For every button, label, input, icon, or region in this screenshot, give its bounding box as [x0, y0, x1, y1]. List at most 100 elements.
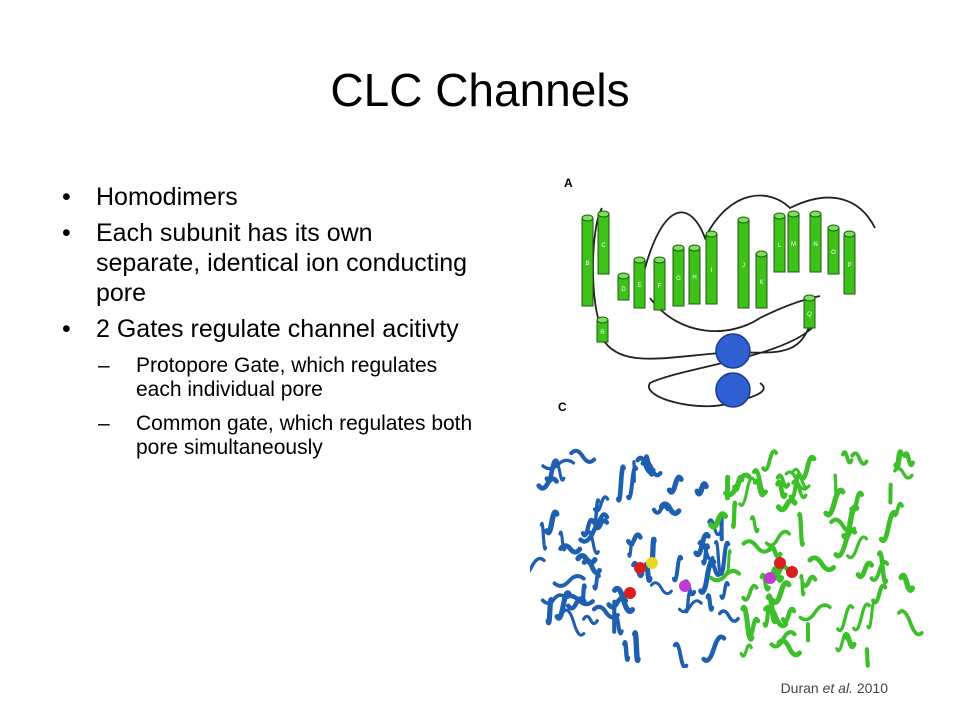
chain-b-ribbon: [775, 497, 798, 513]
chain-b-ribbon: [769, 630, 797, 649]
chain-b-ribbon: [897, 609, 924, 637]
bullet-item: • Homodimers: [58, 182, 478, 212]
dash-icon: –: [98, 412, 110, 435]
chain-b-ribbon: [841, 504, 860, 540]
chain-a-ribbon: [707, 562, 723, 578]
chain-b-ribbon: [767, 544, 783, 559]
helix-letter: Q: [807, 312, 812, 318]
bullet-item: • 2 Gates regulate channel acitivty – Pr…: [58, 314, 478, 460]
chain-b-ribbon: [708, 569, 742, 583]
chain-b-ribbon: [739, 643, 753, 658]
chain-b-ribbon: [741, 583, 759, 602]
chain-a-ribbon: [544, 509, 560, 536]
chain-a-ribbon: [666, 474, 684, 495]
residue-sphere: [646, 557, 658, 569]
chain-a-ribbon: [562, 593, 595, 607]
chain-b-ribbon: [846, 535, 869, 560]
helix-letter: D: [621, 287, 626, 293]
chain-a-ribbon: [671, 554, 684, 583]
chain-b-ribbon: [775, 479, 788, 500]
chain-a-ribbon: [701, 634, 727, 663]
panel-a-label: A: [564, 176, 573, 190]
bullet-dot-icon: •: [62, 219, 71, 247]
chain-a-ribbon: [719, 581, 730, 600]
helix-cylinder: C: [597, 210, 610, 275]
chain-a-ribbon: [582, 614, 599, 626]
helix-cylinder: N: [809, 210, 822, 273]
chain-b-ribbon: [738, 476, 756, 507]
chain-a-ribbon: [606, 595, 629, 610]
chain-b-ribbon: [852, 602, 871, 632]
helix-cylinder: K: [755, 250, 768, 309]
chain-a-ribbon: [592, 498, 601, 526]
helix-letter: F: [658, 284, 662, 290]
helix-letter: M: [791, 242, 796, 248]
chain-a-ribbon: [580, 517, 596, 538]
chain-a-ribbon: [578, 518, 610, 544]
sub-bullet-list: – Protopore Gate, which regulates each i…: [96, 354, 478, 460]
helix-cylinder: H: [688, 244, 701, 305]
residue-sphere: [679, 580, 691, 592]
chain-a-ribbon: [569, 448, 597, 464]
citation-author: Duran: [780, 680, 819, 696]
helix-cylinder: D: [617, 272, 630, 301]
chain-a-ribbon: [562, 608, 586, 637]
chain-b-ribbon: [807, 555, 837, 573]
helix-letter: N: [813, 242, 817, 248]
sub-bullet-text: Common gate, which regulates both pore s…: [136, 412, 473, 459]
panel-c-label: C: [558, 400, 567, 414]
crystal-structure-ribbon: [517, 448, 924, 670]
helix-letter: C: [601, 243, 606, 249]
chain-b-ribbon: [902, 451, 915, 468]
residue-sphere: [764, 572, 776, 584]
chain-b-ribbon: [798, 454, 817, 481]
chain-a-ribbon: [613, 615, 624, 636]
chain-b-ribbon: [799, 573, 806, 597]
chain-b-ribbon: [833, 528, 858, 559]
helix-cylinder: J: [737, 216, 750, 309]
chain-a-ribbon: [632, 630, 641, 664]
sub-bullet-text: Protopore Gate, which regulates each ind…: [136, 354, 438, 401]
residue-sphere: [786, 566, 798, 578]
chain-a-ribbon: [705, 593, 715, 612]
chain-b-ribbon: [798, 603, 832, 622]
residue-sphere: [634, 562, 646, 574]
dash-icon: –: [98, 354, 110, 377]
slide-title: CLC Channels: [330, 64, 630, 116]
helix-cylinder: O: [827, 224, 840, 275]
bullet-text: 2 Gates regulate channel acitivty: [96, 315, 459, 343]
chain-b-ribbon: [800, 574, 818, 588]
helix-cylinder: P: [843, 230, 856, 295]
citation: Duran et al. 2010: [781, 680, 888, 696]
helix-letter: P: [847, 263, 851, 269]
chain-b-ribbon: [775, 473, 791, 489]
chain-a-ribbon: [622, 640, 631, 662]
helix-letter: I: [711, 268, 713, 274]
chain-b-ribbon: [836, 604, 855, 633]
chain-b-ribbon: [763, 604, 789, 629]
citation-year: 2010: [856, 680, 888, 696]
bullet-text: Each subunit has its own separate, ident…: [96, 219, 468, 307]
residue-sphere: [774, 557, 786, 569]
chain-a-ribbon: [714, 540, 723, 575]
chain-b-ribbon: [740, 604, 755, 642]
chain-b-ribbon: [866, 599, 877, 630]
chain-a-ribbon: [717, 609, 740, 623]
bullet-dot-icon: •: [62, 183, 71, 211]
chain-a-ribbon: [615, 464, 626, 503]
chain-b-ribbon: [869, 560, 890, 583]
chain-a-ribbon: [649, 581, 673, 596]
helix-letter: E: [637, 283, 641, 289]
chain-a-ribbon: [540, 593, 568, 605]
chain-a-ribbon: [635, 455, 656, 475]
helix-letter: J: [742, 263, 745, 269]
chain-a-ribbon: [627, 540, 635, 558]
chain-a-ribbon: [552, 574, 586, 588]
chain-b-ribbon: [835, 635, 849, 653]
helix-cylinder: Q: [803, 294, 816, 329]
helix-cylinder: E: [633, 256, 646, 309]
chain-b-ribbon: [876, 550, 889, 585]
